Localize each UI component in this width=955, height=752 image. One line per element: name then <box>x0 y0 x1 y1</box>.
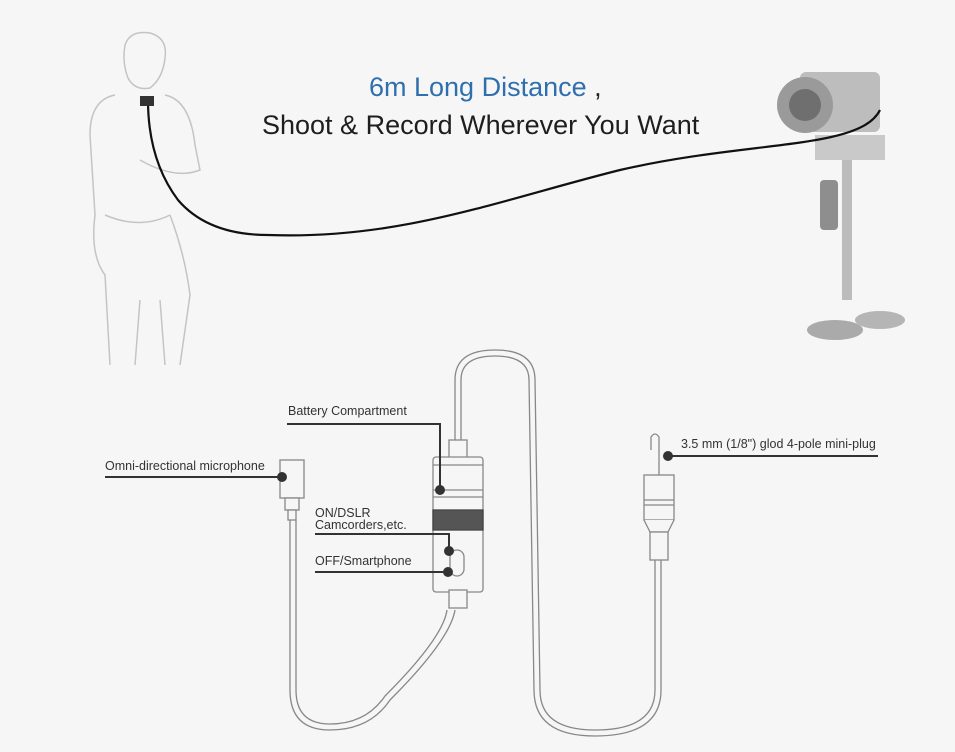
headline-line2: Shoot & Record Wherever You Want <box>262 110 700 140</box>
leader-lines <box>105 423 878 577</box>
camera-stabilizer <box>777 72 905 340</box>
microphone-label: Omni-directional microphone <box>105 459 265 473</box>
battery-compartment-label: Battery Compartment <box>288 404 407 418</box>
on-switch-label-line2: Camcorders,etc. <box>315 518 407 532</box>
person-sketch <box>89 31 201 366</box>
plug-label: 3.5 mm (1/8") glod 4-pole mini-plug <box>681 437 876 451</box>
on-switch-label-line1: ON/DSLR <box>315 506 371 520</box>
long-cable <box>146 99 881 237</box>
headline-line1: 6m Long Distance , <box>369 72 602 102</box>
product-diagram <box>279 349 675 737</box>
off-switch-label: OFF/Smartphone <box>315 554 412 568</box>
